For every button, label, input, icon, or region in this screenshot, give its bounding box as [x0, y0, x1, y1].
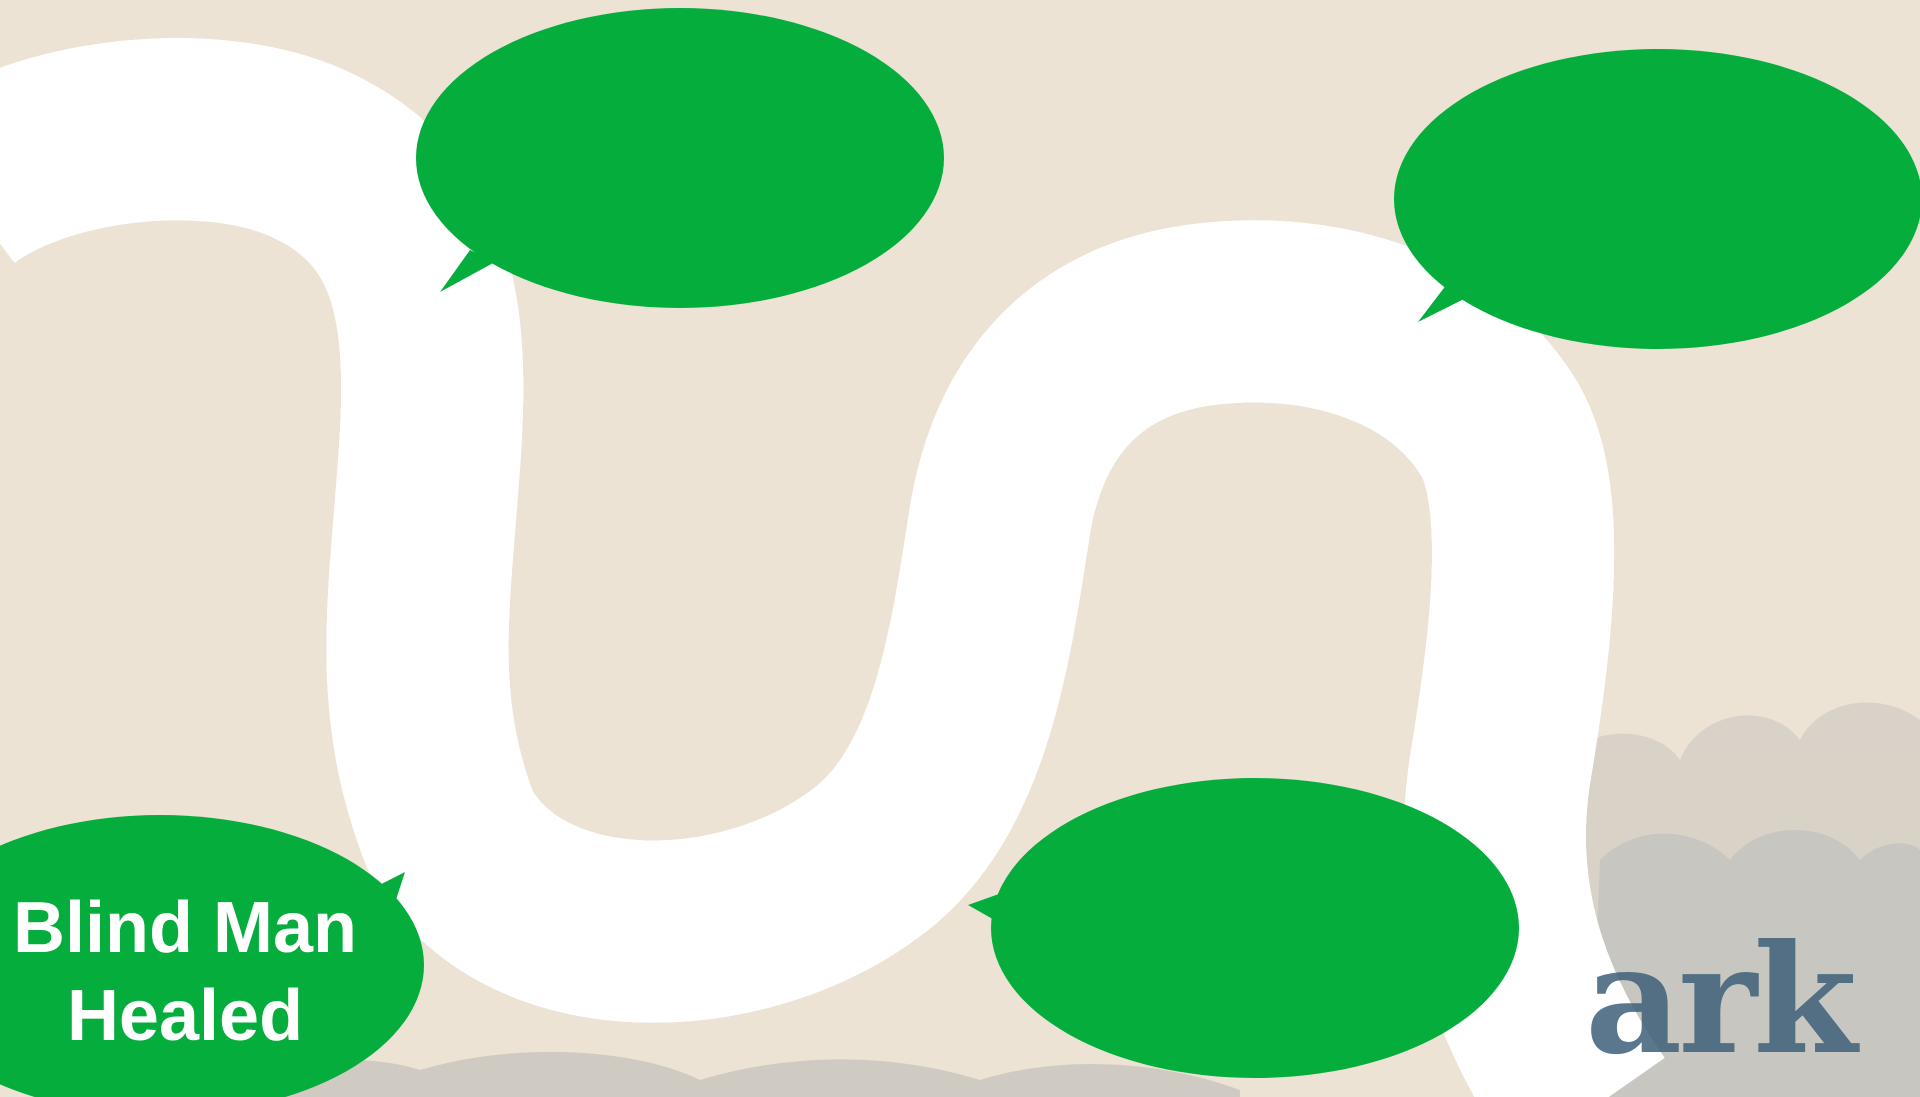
bubble-top-right	[1394, 49, 1920, 349]
bubble-label-blind-man-healed: Blind Man Healed	[0, 885, 370, 1061]
bubble-label-line: Healed	[0, 973, 370, 1061]
bubble-top-left	[416, 8, 944, 308]
watermark-text: ark	[1585, 905, 1920, 1095]
bubble-bottom-middle	[968, 778, 1519, 1078]
bubble-label-line: Blind Man	[0, 885, 370, 973]
